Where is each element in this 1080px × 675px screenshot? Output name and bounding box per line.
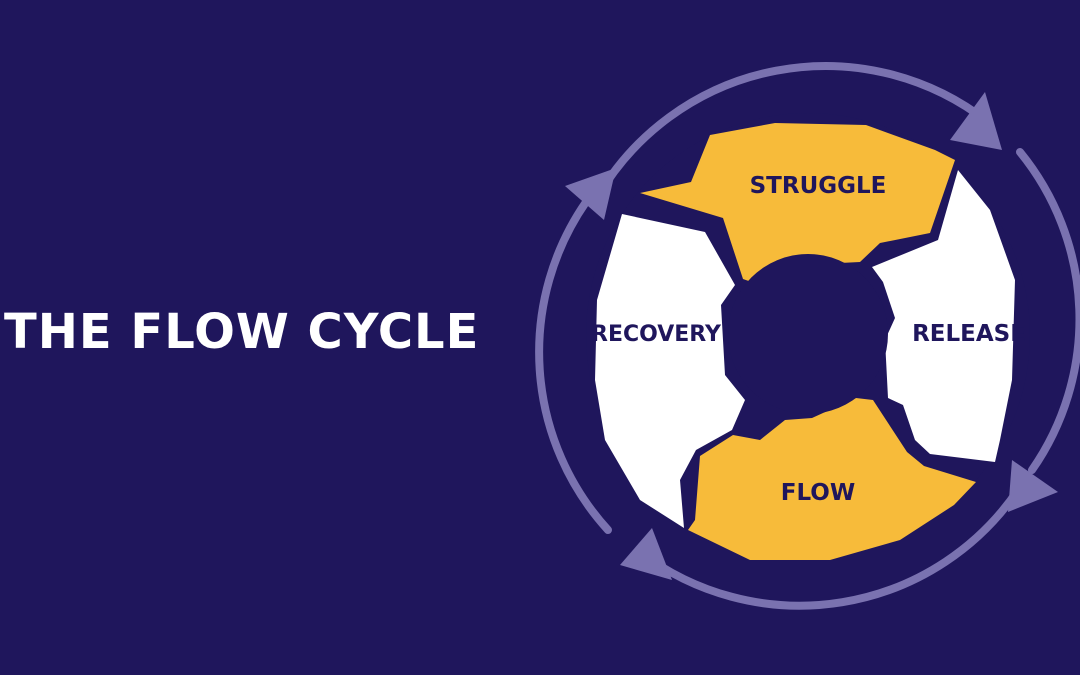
segment-flow xyxy=(688,398,976,560)
arrowhead-bottom-right-icon xyxy=(1008,460,1058,512)
arrowheads xyxy=(565,92,1058,580)
arrowhead-left-icon xyxy=(565,168,616,220)
stage-label-release: RELEASE xyxy=(912,321,1026,347)
cycle-hub xyxy=(728,254,888,414)
arrowhead-bottom-left-icon xyxy=(620,528,672,580)
stage-label-struggle: STRUGGLE xyxy=(750,173,887,199)
cycle-arrows xyxy=(535,62,1080,610)
stage-label-flow: FLOW xyxy=(781,480,855,506)
stage-label-recovery: RECOVERY xyxy=(591,322,722,347)
arrowhead-top-right-icon xyxy=(950,92,1002,150)
segment-release xyxy=(872,170,1015,462)
arrow-arc-right xyxy=(1016,148,1080,474)
cycle-segments xyxy=(595,123,1015,560)
arrow-arc-left xyxy=(535,198,612,534)
arrow-arc-top xyxy=(594,62,992,200)
segment-struggle xyxy=(640,123,955,285)
segment-recovery xyxy=(595,214,745,528)
page-title: THE FLOW CYCLE xyxy=(4,304,480,360)
arrow-arc-bottom xyxy=(636,486,1022,610)
